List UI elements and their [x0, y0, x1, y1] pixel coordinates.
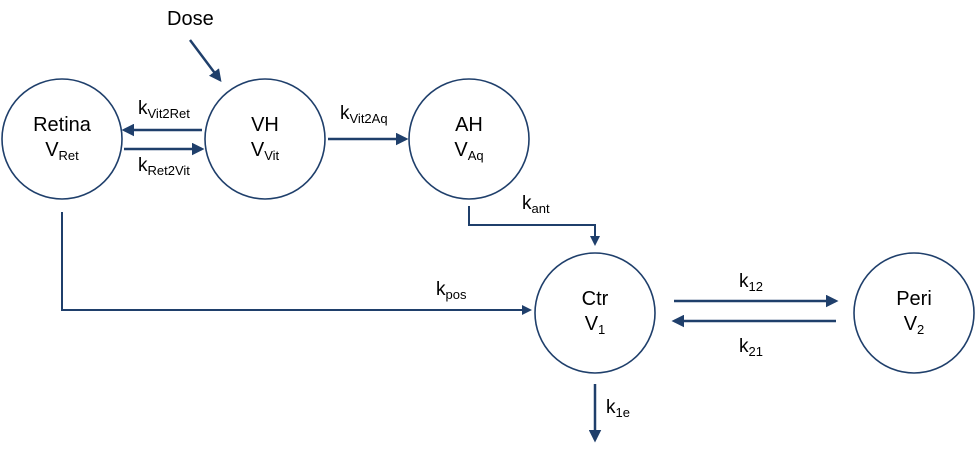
rate-pos-label: kpos: [436, 279, 467, 302]
ant-arrow: [468, 206, 600, 246]
vh-name: VH: [251, 114, 279, 136]
vh-label: VH VVit: [205, 113, 325, 163]
vh-compartment: [204, 78, 326, 200]
vh-volume: VVit: [250, 139, 280, 163]
rate-vit2aq-label: kVit2Aq: [340, 103, 388, 126]
peri-label: Peri V2: [854, 287, 974, 337]
ctr-compartment: [534, 252, 656, 374]
retina-name: Retina: [33, 114, 91, 136]
rate-ret2vit-label: kRet2Vit: [138, 155, 190, 178]
ctr-volume: V1: [584, 313, 606, 337]
retina-compartment: [1, 78, 123, 200]
rate-k21-label: k21: [739, 336, 763, 359]
peri-name: Peri: [896, 288, 932, 310]
ctr-label: Ctr V1: [535, 287, 655, 337]
ctr-name: Ctr: [581, 288, 609, 310]
retina-volume: VRet: [45, 139, 79, 163]
rate-vit2ret-label: kVit2Ret: [138, 98, 190, 121]
ah-name: AH: [455, 114, 483, 136]
peri-volume: V2: [903, 313, 925, 337]
dose-arrow: [189, 39, 222, 82]
ah-compartment: [408, 78, 530, 200]
peri-compartment: [853, 252, 975, 374]
pos-arrow: [61, 212, 532, 315]
rate-k12-label: k12: [739, 271, 763, 294]
ah-label: AH VAq: [409, 113, 529, 163]
ah-volume: VAq: [454, 139, 484, 163]
dose-label: Dose: [167, 8, 214, 30]
rate-k1e-label: k1e: [606, 397, 630, 420]
retina-label: Retina VRet: [2, 113, 122, 163]
rate-ant-label: kant: [522, 193, 550, 216]
